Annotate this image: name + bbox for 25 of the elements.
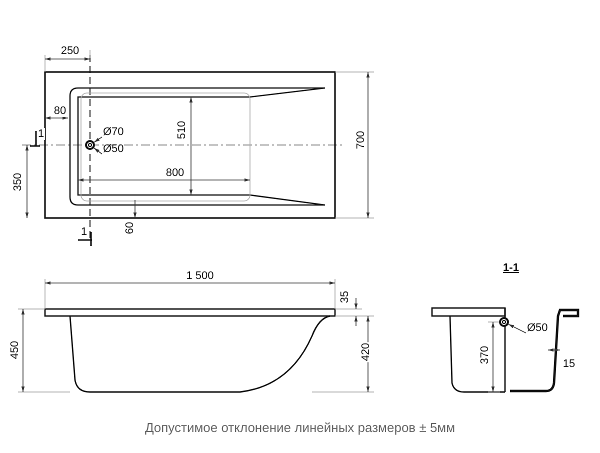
dimension-label: 250 [60,45,80,57]
dimension-label: 800 [164,167,186,179]
dimension-label: 700 [355,130,367,150]
diameter-label: Ø50 [103,143,124,155]
dimension-label: 510 [176,120,188,140]
dimension-label: 60 [124,220,136,236]
dimension-label: 80 [52,105,68,117]
section-label: 1-1 [502,262,520,274]
leader-line [94,148,102,154]
diameter-label: Ø70 [103,126,124,138]
leader-line [94,136,102,143]
dimension-label: 420 [360,342,372,362]
caption: Допустимое отклонение линейных размеров ± 5мм [144,420,456,435]
dimension-label: 1 [36,128,46,140]
drain-hole [85,140,95,150]
dimension-label: 1 500 [185,270,215,282]
dimension-label: 370 [479,344,491,366]
dimension-label: 350 [12,172,24,192]
dimension-label: 35 [339,290,351,304]
dimension-label: 15 [562,358,576,370]
drain-hole [499,317,509,327]
leader-line [508,324,526,334]
dimension-label: 450 [9,340,21,360]
diameter-label: Ø50 [527,322,548,334]
dimension-label: 1 [80,226,88,238]
